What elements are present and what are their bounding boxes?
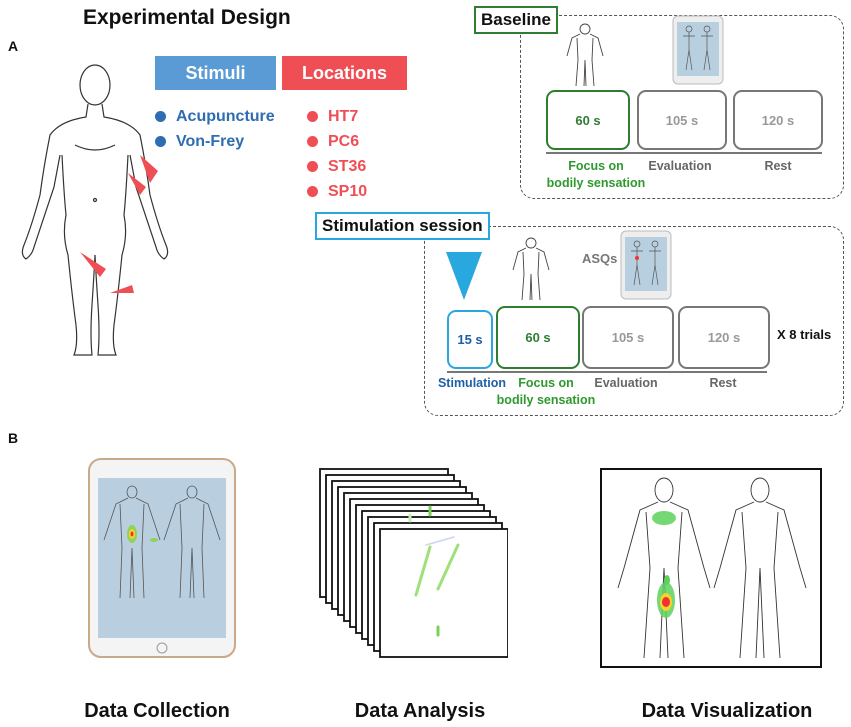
stimulus-item: Acupuncture xyxy=(155,104,275,129)
stimulation-label-evaluation: Evaluation xyxy=(594,376,658,390)
data-visualization-map xyxy=(600,468,822,668)
baseline-timeline xyxy=(546,152,822,154)
label-data-analysis: Data Analysis xyxy=(354,700,486,722)
stimulation-box-stimulus: 15 s xyxy=(447,310,493,369)
label-data-visualization: Data Visualization xyxy=(641,700,813,722)
baseline-box-evaluation: 105 s xyxy=(637,90,727,150)
stimulation-label-focus: Focus on bodily sensation xyxy=(496,376,596,407)
stimulation-box-evaluation: 105 s xyxy=(582,306,674,369)
tablet-thumbnail-icon xyxy=(620,230,672,300)
panel-b-letter: B xyxy=(8,430,19,446)
location-item: ST36 xyxy=(307,154,367,179)
stimulation-label-rest: Rest xyxy=(709,376,737,390)
marker-pc6 xyxy=(128,173,146,195)
data-analysis-stack xyxy=(319,468,508,658)
location-item: SP10 xyxy=(307,179,367,204)
baseline-tag: Baseline xyxy=(474,6,558,34)
asqs-label: ASQs xyxy=(582,251,618,266)
tablet-thumbnail-icon xyxy=(672,15,724,85)
body-thumbnail-icon xyxy=(512,237,550,301)
label-data-collection: Data Collection xyxy=(84,700,230,722)
location-item: HT7 xyxy=(307,104,367,129)
marker-ht7 xyxy=(140,155,158,183)
stimulation-label-stimulus: Stimulation xyxy=(437,376,507,390)
stimulation-timeline xyxy=(447,371,767,373)
stimulation-repeat: X 8 trials xyxy=(777,327,832,342)
marker-st36 xyxy=(80,252,106,277)
locations-list: HT7 PC6 ST36 SP10 xyxy=(307,104,367,204)
locations-header: Locations xyxy=(282,56,407,90)
body-figure-front xyxy=(21,64,169,356)
stimuli-header: Stimuli xyxy=(155,56,276,90)
stimulation-tag: Stimulation session xyxy=(315,212,490,240)
stimulation-box-rest: 120 s xyxy=(678,306,770,369)
location-item: PC6 xyxy=(307,129,367,154)
tablet-data-collection xyxy=(88,458,236,658)
stimuli-list: Acupuncture Von-Frey xyxy=(155,104,275,154)
baseline-box-rest: 120 s xyxy=(733,90,823,150)
panel-a-title: Experimental Design xyxy=(83,6,291,29)
baseline-label-evaluation: Evaluation xyxy=(648,159,712,173)
stimulus-item: Von-Frey xyxy=(155,129,275,154)
baseline-box-focus: 60 s xyxy=(546,90,630,150)
stimulation-arrow-icon xyxy=(446,252,482,300)
body-thumbnail-icon xyxy=(566,23,604,87)
baseline-label-rest: Rest xyxy=(764,159,792,173)
baseline-label-focus: Focus on bodily sensation xyxy=(546,159,646,190)
stimulation-frame xyxy=(424,226,844,416)
marker-sp10 xyxy=(110,285,134,293)
panel-a-letter: A xyxy=(8,38,19,54)
stimulation-box-focus: 60 s xyxy=(496,306,580,369)
